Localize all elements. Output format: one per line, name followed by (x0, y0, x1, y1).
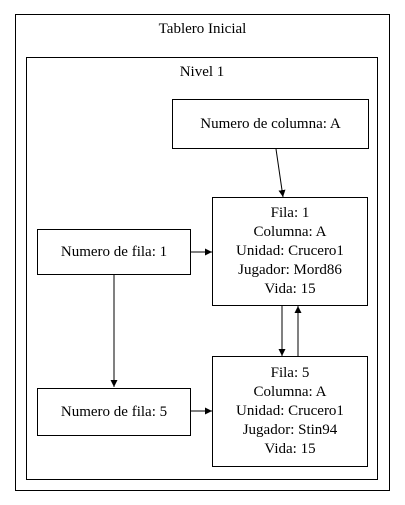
cell-5-line-columna: Columna: A (253, 384, 327, 400)
node-label: Numero de fila: 1 (60, 243, 168, 260)
node-label: Numero de fila: 5 (60, 403, 168, 420)
inner-cluster (26, 57, 378, 480)
node-label: Numero de columna: A (200, 115, 341, 132)
node-numero-fila-1: Numero de fila: 1 (37, 229, 191, 275)
outer-cluster (15, 14, 390, 491)
outer-cluster-title: Tablero Inicial (158, 21, 247, 37)
inner-cluster-title: Nivel 1 (179, 64, 225, 80)
cell-1-line-vida: Vida: 15 (264, 281, 316, 297)
cell-5-line-jugador: Jugador: Stin94 (242, 422, 338, 438)
cell-1-line-unidad: Unidad: Crucero1 (236, 243, 344, 259)
cell-1-line-jugador: Jugador: Mord86 (238, 262, 342, 278)
cell-5-line-fila: Fila: 5 (270, 365, 310, 381)
node-numero-fila-5: Numero de fila: 5 (37, 388, 191, 436)
cell-5-line-vida: Vida: 15 (264, 441, 316, 457)
node-numero-columna-a: Numero de columna: A (172, 99, 369, 149)
cell-5-line-unidad: Unidad: Crucero1 (236, 403, 344, 419)
cell-1-line-columna: Columna: A (253, 224, 327, 240)
node-cell-fila-1: Fila: 1 Columna: A Unidad: Crucero1 Juga… (212, 197, 368, 306)
cell-1-line-fila: Fila: 1 (270, 205, 310, 221)
node-cell-fila-5: Fila: 5 Columna: A Unidad: Crucero1 Juga… (212, 356, 368, 467)
